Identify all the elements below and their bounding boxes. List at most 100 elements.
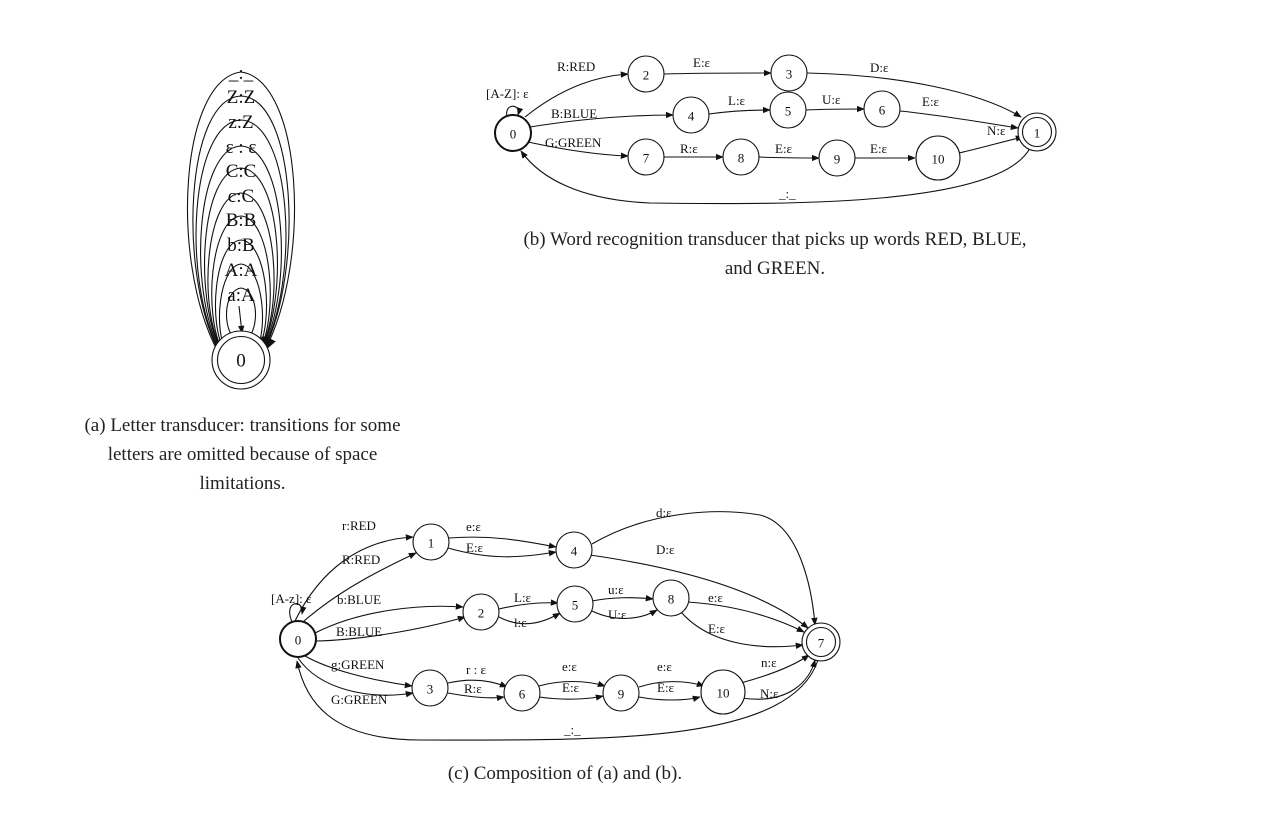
b-label-6-1: E:ε — [922, 94, 940, 109]
loop-B-B — [211, 215, 271, 353]
c-label-7-0: _:_ — [563, 722, 581, 737]
c-label-d-4-7: d:ε — [656, 505, 672, 520]
c-label-e-6-9: e:ε — [562, 659, 577, 674]
svg-text:3: 3 — [427, 682, 434, 697]
b-label-1-0: _:_ — [778, 186, 796, 201]
c-edge-b-blue — [314, 603, 464, 634]
c-label-R-red: R:RED — [342, 552, 380, 567]
c-label-E-1-4: E:ε — [466, 540, 484, 555]
svg-text:3: 3 — [786, 67, 793, 82]
loop-underscore — [186, 71, 296, 352]
loop-C-C — [204, 167, 278, 352]
c-label-r-3-6: r : ε — [466, 662, 486, 677]
svg-text:5: 5 — [785, 104, 792, 119]
b-label-2-3: E:ε — [693, 55, 711, 70]
c-label-g-green: g:GREEN — [331, 657, 385, 672]
b-label-7-8: R:ε — [680, 141, 698, 156]
diagram-b: 0 1 2 3 4 5 6 7 8 9 10 [A-Z]: ε R:RED E:… — [486, 54, 1057, 205]
c-edge-9-10-a — [638, 680, 705, 688]
diagram-a: _:_ Z:Z z:Z ε : ε C:C c:C B:B b:B A:A a:… — [186, 63, 296, 390]
c-node-4: 4 — [555, 531, 593, 569]
c-node-8: 8 — [652, 579, 690, 617]
c-nodes: 0 1 2 3 4 5 6 7 8 9 10 — [279, 523, 841, 715]
c-label-D-4-7: D:ε — [656, 542, 675, 557]
b-label-0-7: G:GREEN — [545, 135, 602, 150]
c-edge-G-green — [297, 657, 414, 698]
loop-a-A — [238, 305, 245, 334]
b-label-0-2: R:RED — [557, 59, 595, 74]
svg-text:2: 2 — [643, 68, 650, 83]
c-edge-1-4-b — [447, 547, 557, 558]
c-edge-2-5-a — [498, 599, 559, 610]
b-edge-4-5 — [708, 106, 771, 115]
caption-a-line-1: (a) Letter transducer: transitions for s… — [84, 415, 401, 436]
b-node-3: 3 — [770, 54, 808, 92]
svg-text:1: 1 — [1034, 126, 1041, 141]
svg-text:0: 0 — [295, 633, 302, 648]
caption-b-line-1: (b) Word recognition transducer that pic… — [523, 229, 1027, 250]
c-edge-self-loop — [289, 603, 307, 625]
b-edge-0-2 — [524, 71, 629, 118]
b-labels: [A-Z]: ε R:RED E:ε D:ε B:BLUE L:ε U:ε E:… — [486, 55, 1006, 201]
c-label-b-blue: b:BLUE — [337, 592, 381, 607]
b-node-8: 8 — [722, 138, 760, 176]
b-edge-5-6 — [805, 105, 865, 113]
svg-text:9: 9 — [834, 152, 841, 167]
c-edge-9-10-b — [638, 695, 701, 702]
c-edge-3-6-a — [447, 679, 508, 688]
diagram-a-loops — [186, 71, 296, 354]
label-A-A: A:A — [225, 260, 258, 281]
label-epsilon: ε : ε — [226, 137, 257, 158]
b-edge-3-1 — [806, 72, 1022, 118]
diagram-b-edges — [506, 69, 1031, 205]
c-label-u-5-8: u:ε — [608, 582, 624, 597]
b-label-10-1: N:ε — [987, 123, 1006, 138]
svg-text:6: 6 — [519, 687, 526, 702]
b-node-6: 6 — [863, 90, 901, 128]
c-edge-g-green — [304, 655, 413, 689]
svg-text:7: 7 — [643, 151, 650, 166]
c-node-2: 2 — [462, 593, 500, 631]
loop-z-Z — [195, 119, 287, 352]
c-edge-R-red — [303, 552, 417, 622]
b-node-1: 1 — [1017, 112, 1057, 152]
svg-text:9: 9 — [618, 687, 625, 702]
svg-text:6: 6 — [879, 103, 886, 118]
c-edge-7-0 — [295, 659, 819, 741]
c-node-7: 7 — [801, 622, 841, 662]
svg-text:10: 10 — [932, 152, 945, 167]
b-edge-0-4 — [529, 111, 674, 128]
label-Z-Z: Z:Z — [227, 87, 256, 108]
c-label-l-2-5: l:ε — [514, 615, 527, 630]
a-node-0: 0 — [211, 330, 271, 390]
c-label-n-10-7: n:ε — [761, 655, 777, 670]
caption-b-line-2: and GREEN. — [724, 258, 826, 279]
b-node-7: 7 — [627, 138, 665, 176]
c-node-5: 5 — [556, 585, 594, 623]
c-label-R-3-6: R:ε — [464, 681, 482, 696]
b-node-9: 9 — [818, 139, 856, 177]
c-edge-6-9-b — [538, 694, 604, 701]
svg-text:0: 0 — [510, 127, 517, 142]
b-node-5: 5 — [769, 91, 807, 129]
c-edge-4-7-a — [591, 511, 818, 626]
loop-A-A — [218, 263, 267, 354]
c-edge-8-7-b — [680, 611, 804, 650]
c-edge-2-5-b — [498, 612, 561, 625]
c-node-9: 9 — [602, 674, 640, 712]
c-edge-10-7-a — [740, 654, 810, 684]
diagram-c: 0 1 2 3 4 5 6 7 8 9 10 [A-z]: ε r:RED R:… — [271, 505, 841, 741]
c-edge-5-8-b — [591, 609, 658, 619]
c-label-E-9-10: E:ε — [657, 680, 675, 695]
svg-text:7: 7 — [818, 636, 825, 651]
c-node-1: 1 — [412, 523, 450, 561]
label-b-B: b:B — [227, 235, 254, 256]
c-label-e-8-7: e:ε — [708, 590, 723, 605]
caption-c-line-1: (c) Composition of (a) and (b). — [447, 763, 683, 784]
c-edge-1-4-a — [448, 536, 557, 549]
b-label-9-10: E:ε — [870, 141, 888, 156]
c-edge-r-red — [294, 534, 414, 622]
label-z-Z: z:Z — [228, 112, 253, 133]
loop-a-A-arc — [226, 287, 256, 337]
